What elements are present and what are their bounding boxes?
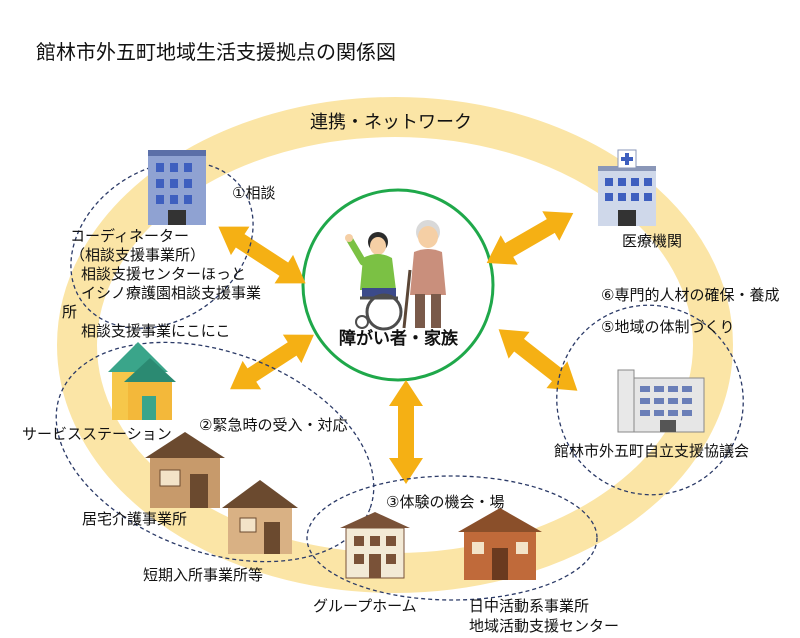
wheelchair-person-illustration: [345, 232, 403, 331]
short-stay-house-icon: [222, 480, 298, 554]
medical-label: 医療機関: [622, 232, 683, 250]
service-station-house-icon: [108, 342, 176, 420]
arrows: [218, 211, 578, 484]
group-home-label: グループホーム: [313, 597, 417, 615]
arrow-to-council: [498, 329, 578, 391]
hospital-icon: [598, 149, 656, 226]
group-home-icon: [340, 512, 410, 579]
coordinator-sub-2: 相談支援センターほっと: [81, 265, 247, 283]
ring-label: 連携・ネットワーク: [310, 112, 472, 133]
day-activity-label: 日中活動系事業所: [469, 597, 590, 615]
arrow-to-service-station: [230, 334, 314, 390]
function-personnel: ⑥専門的人材の確保・養成: [601, 286, 780, 304]
short-stay-label: 短期入所事業所等: [143, 566, 264, 584]
community-center-label: 地域活動支援センター: [469, 617, 620, 635]
function-consult: ①相談: [232, 184, 276, 202]
coordinator-label: コーディネーター: [70, 227, 189, 245]
dashed-groups: [55, 161, 744, 601]
group-emergency-outline: [55, 341, 375, 563]
home-care-house-icon: [145, 432, 225, 508]
arrow-to-group-home: [389, 380, 423, 484]
council-label: 館林市外五町自立支援協議会: [554, 442, 750, 460]
office-building-icon: [148, 150, 206, 225]
center-circle: [301, 188, 495, 382]
function-community: ⑤地域の体制づくり: [601, 318, 735, 336]
group-consult-outline: [70, 161, 254, 329]
function-experience: ③体験の機会・場: [386, 493, 505, 511]
coordinator-sub-3: イシノ療護園相談支援事業: [81, 284, 262, 302]
function-emergency: ②緊急時の受入・対応: [199, 416, 348, 434]
arrow-to-medical: [486, 211, 574, 265]
group-community-outline: [556, 304, 744, 496]
group-experience-outline: [306, 475, 598, 601]
day-activity-building-icon: [458, 508, 542, 580]
coordinator-sub-5: 相談支援事業にこにこ: [81, 322, 231, 340]
home-care-label: 居宅介護事業所: [82, 510, 188, 528]
coordinator-sub-1: （相談支援事業所）: [70, 246, 206, 264]
council-building-icon: [617, 369, 705, 433]
service-station-label: サービスステーション: [22, 425, 172, 443]
coordinator-sub-4: 所: [62, 303, 78, 321]
elderly-person-illustration: [402, 220, 446, 329]
center-label: 障がい者・家族: [339, 329, 458, 349]
diagram-title: 館林市外五町地域生活支援拠点の関係図: [36, 40, 396, 64]
arrow-to-coordinator: [218, 226, 306, 284]
